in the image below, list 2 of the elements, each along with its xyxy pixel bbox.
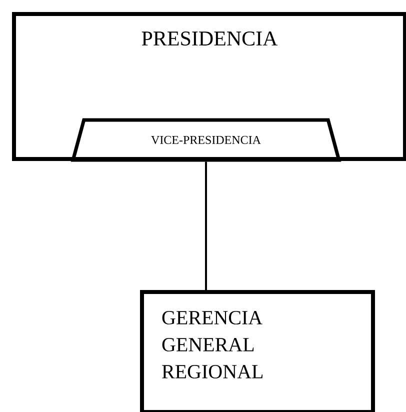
connector-line [205, 162, 207, 290]
process-box: GERENCIA GENERAL REGIONAL [140, 290, 375, 412]
